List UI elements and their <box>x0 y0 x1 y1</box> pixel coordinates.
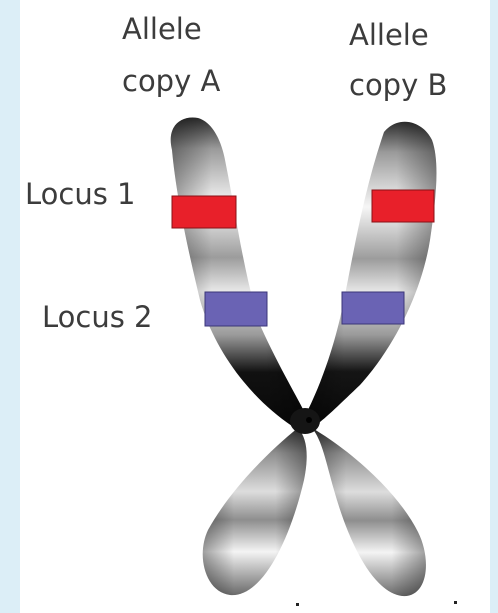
locus2-label: Locus 2 <box>42 300 153 334</box>
locus2-band-copy-b <box>342 292 404 324</box>
allele-copy-a-label-line2: copy A <box>122 64 220 98</box>
locus1-band-copy-a <box>172 196 236 228</box>
locus1-band-copy-b <box>372 190 434 222</box>
locus1-label: Locus 1 <box>25 177 136 211</box>
allele-copy-b-label-line1: Allele <box>349 18 429 52</box>
allele-copy-b-label-line2: copy B <box>349 68 447 102</box>
centromere <box>290 408 320 434</box>
allele-copy-a-label-line1: Allele <box>122 12 202 46</box>
locus2-band-copy-a <box>205 292 267 326</box>
